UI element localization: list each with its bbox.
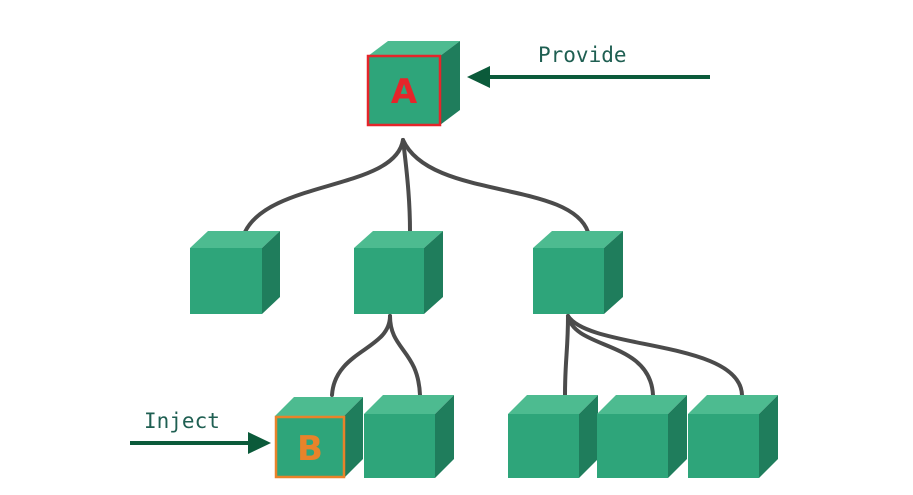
node-a-label: A — [391, 72, 418, 112]
node-b-highlight — [274, 415, 346, 479]
edge-right-leaf2 — [566, 314, 655, 397]
edge-right-leaf1 — [563, 314, 570, 397]
edge-root-left — [243, 138, 405, 234]
edge-middle-b — [330, 314, 392, 397]
tree-node-level2-right — [533, 231, 623, 314]
edge-root-middle — [401, 138, 412, 234]
tree-node-level3-right-1 — [508, 395, 598, 478]
node-b-label: B — [297, 429, 323, 469]
tree-node-level3-right-2 — [597, 395, 687, 478]
provide-label: Provide — [538, 43, 627, 67]
provide-arrow-icon — [467, 66, 490, 88]
edge-middle-sibling — [388, 314, 422, 397]
inject-arrow-icon — [248, 432, 271, 454]
tree-node-b: B — [274, 397, 363, 479]
edge-root-right — [401, 138, 590, 234]
tree-node-level2-middle — [354, 231, 443, 314]
provide-annotation: Provide — [467, 43, 710, 88]
edge-right-leaf3 — [566, 314, 744, 397]
inject-label: Inject — [144, 409, 220, 433]
inject-annotation: Inject — [130, 409, 271, 454]
node-a-highlight — [366, 54, 442, 127]
root-node: A — [366, 41, 460, 127]
tree-edges — [243, 138, 744, 397]
tree-node-level3-right-3 — [688, 395, 778, 478]
tree-node-level3-sibling — [364, 395, 454, 478]
tree-node-level2-left — [190, 231, 280, 314]
